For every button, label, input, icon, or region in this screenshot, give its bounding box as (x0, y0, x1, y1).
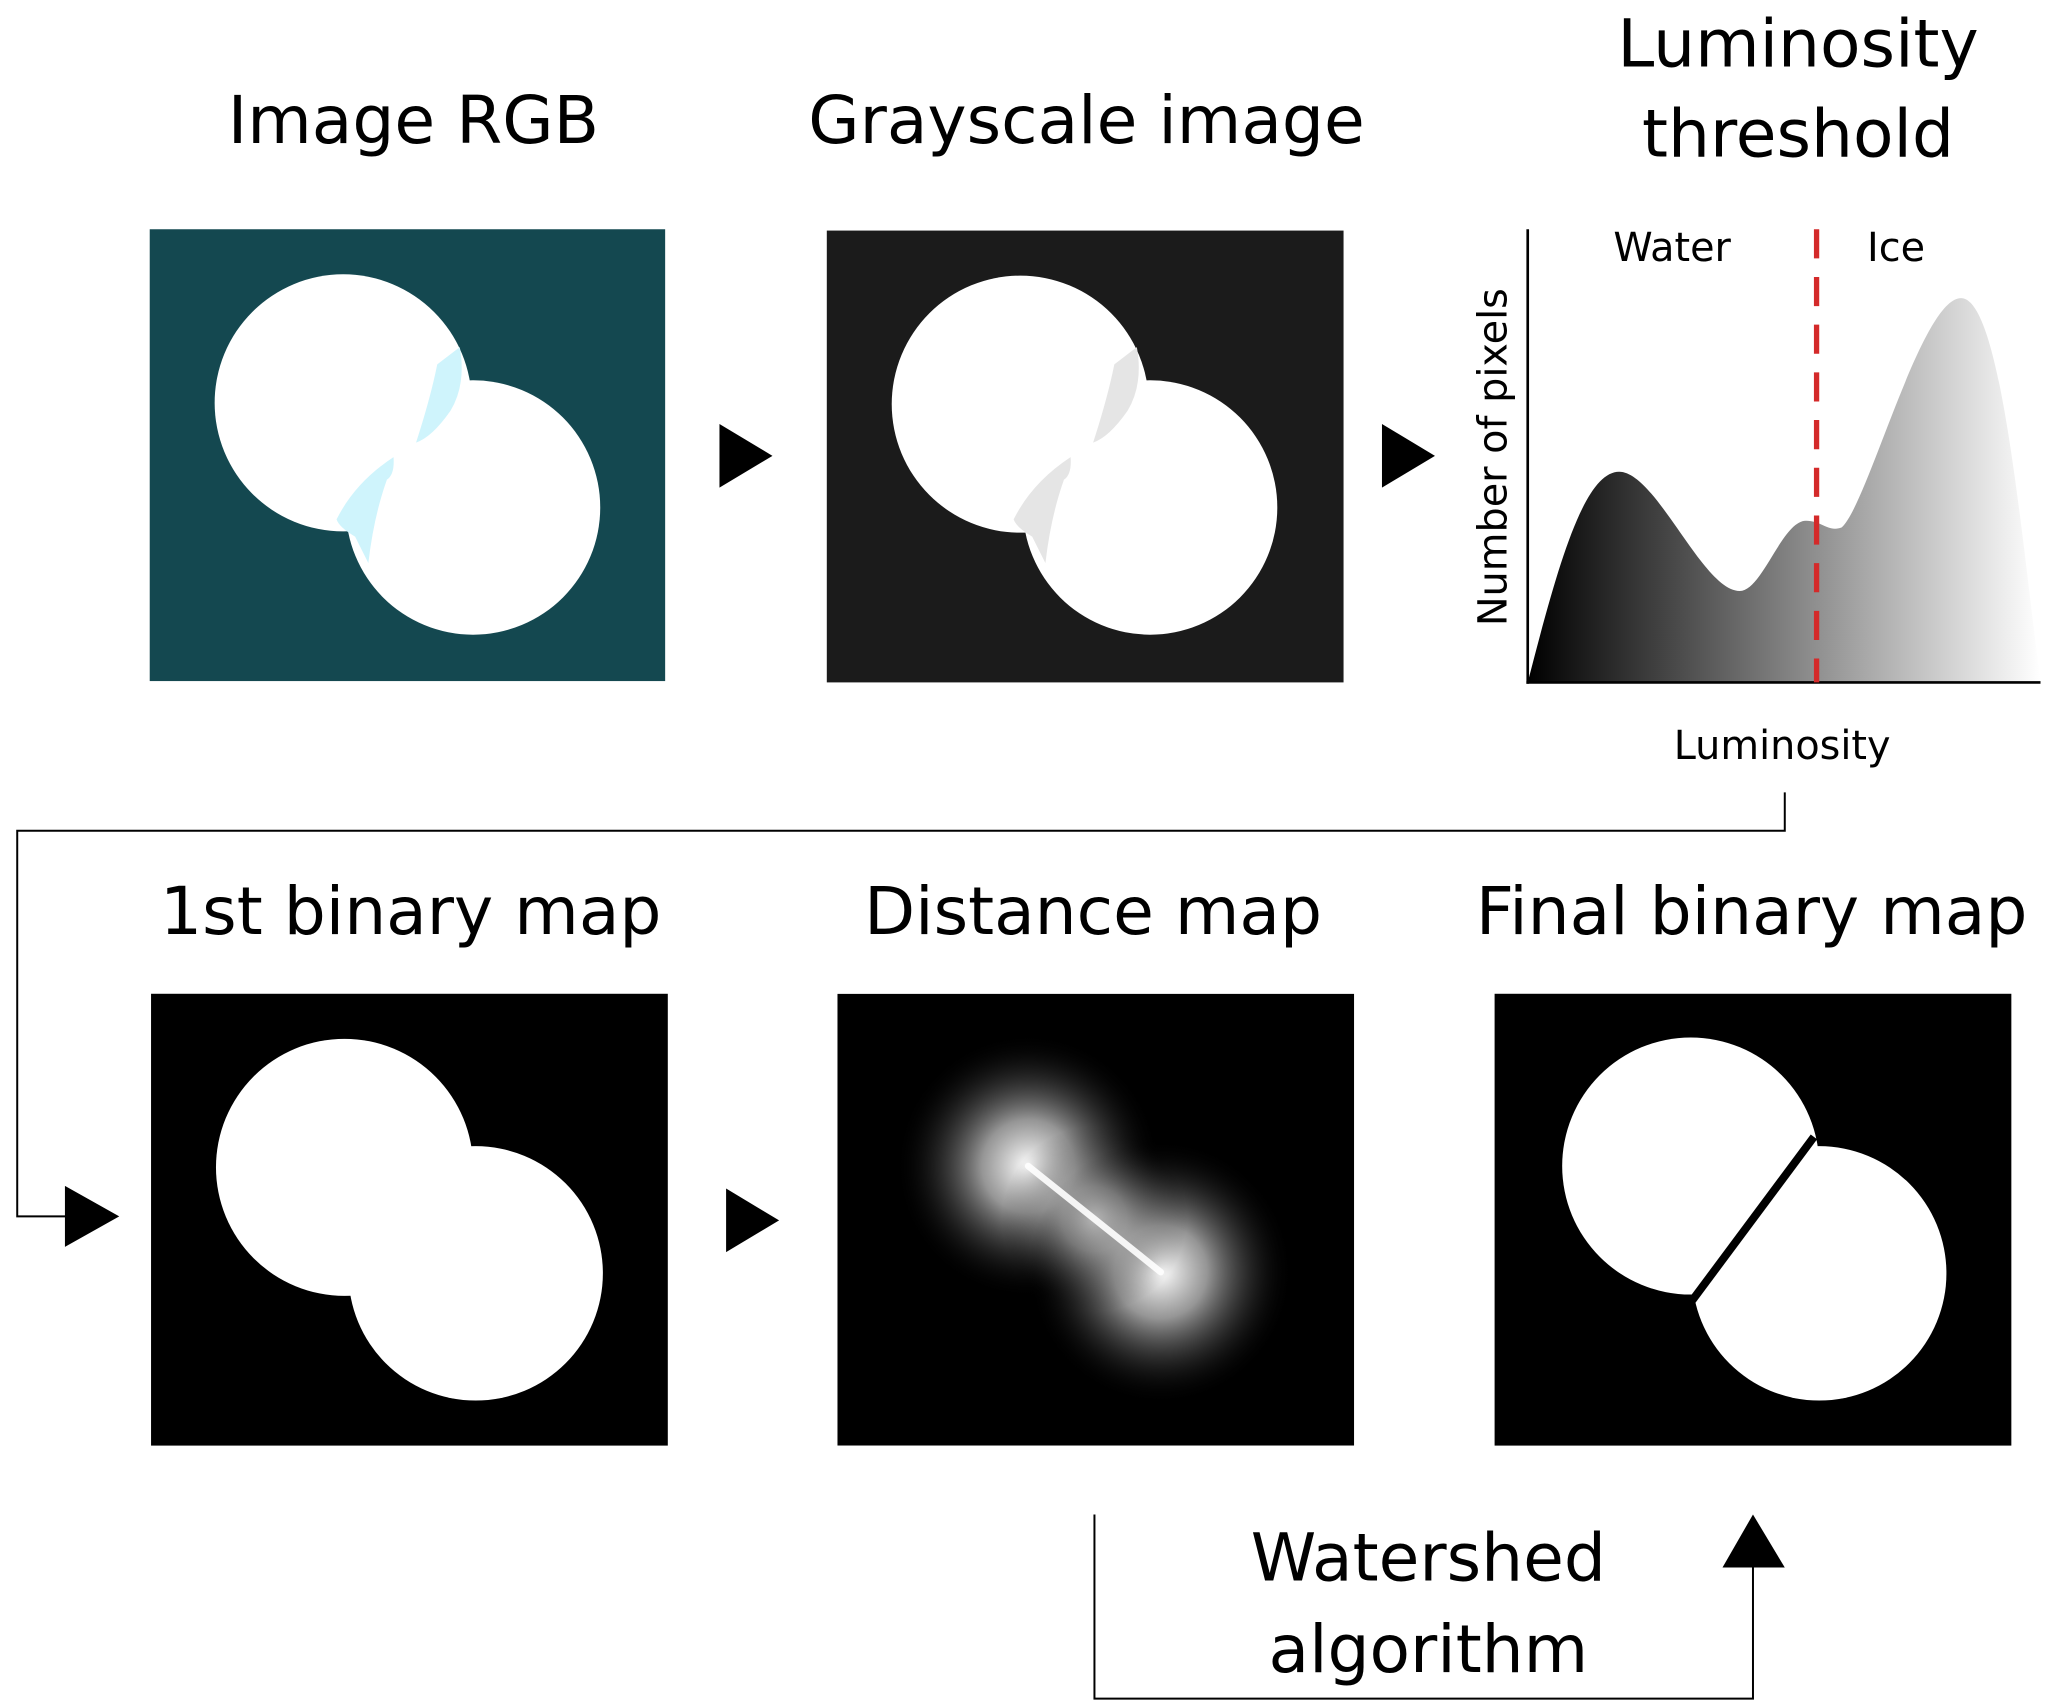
connector-line (16, 792, 1786, 1218)
threshold-title-line1: Luminosity (1617, 5, 1978, 82)
binary-map-panel (151, 993, 668, 1446)
rgb-title: Image RGB (228, 82, 599, 159)
ice-label: Ice (1867, 225, 1925, 271)
histogram-area (1527, 298, 2041, 683)
watershed-label-line2: algorithm (1268, 1611, 1588, 1688)
arrow-right-icon (719, 424, 773, 488)
final-binary-map-panel (1494, 993, 2012, 1446)
y-axis-label: Number of pixels (1471, 288, 1517, 626)
binary1-title: 1st binary map (160, 873, 661, 950)
x-axis-label: Luminosity (1674, 723, 1891, 769)
final-title: Final binary map (1476, 873, 2027, 950)
grayscale-image-panel (826, 230, 1344, 683)
water-label: Water (1613, 225, 1731, 271)
arrow-up-icon (1722, 1514, 1785, 1568)
arrow-right-icon (64, 1185, 120, 1247)
grayscale-title: Grayscale image (808, 82, 1364, 159)
arrow-right-icon (1381, 424, 1435, 488)
distance-map-panel (837, 993, 1355, 1446)
watershed-split-line (1687, 1134, 1818, 1305)
rgb-image-panel (149, 229, 666, 682)
luminosity-histogram: Water Ice Number of pixels Luminosity (1471, 225, 2041, 769)
watershed-connector (1093, 1514, 1754, 1700)
distance-title: Distance map (864, 873, 1322, 950)
arrow-right-icon (726, 1188, 780, 1253)
threshold-title-line2: threshold (1642, 95, 1954, 172)
watershed-label-line1: Watershed (1251, 1520, 1606, 1597)
